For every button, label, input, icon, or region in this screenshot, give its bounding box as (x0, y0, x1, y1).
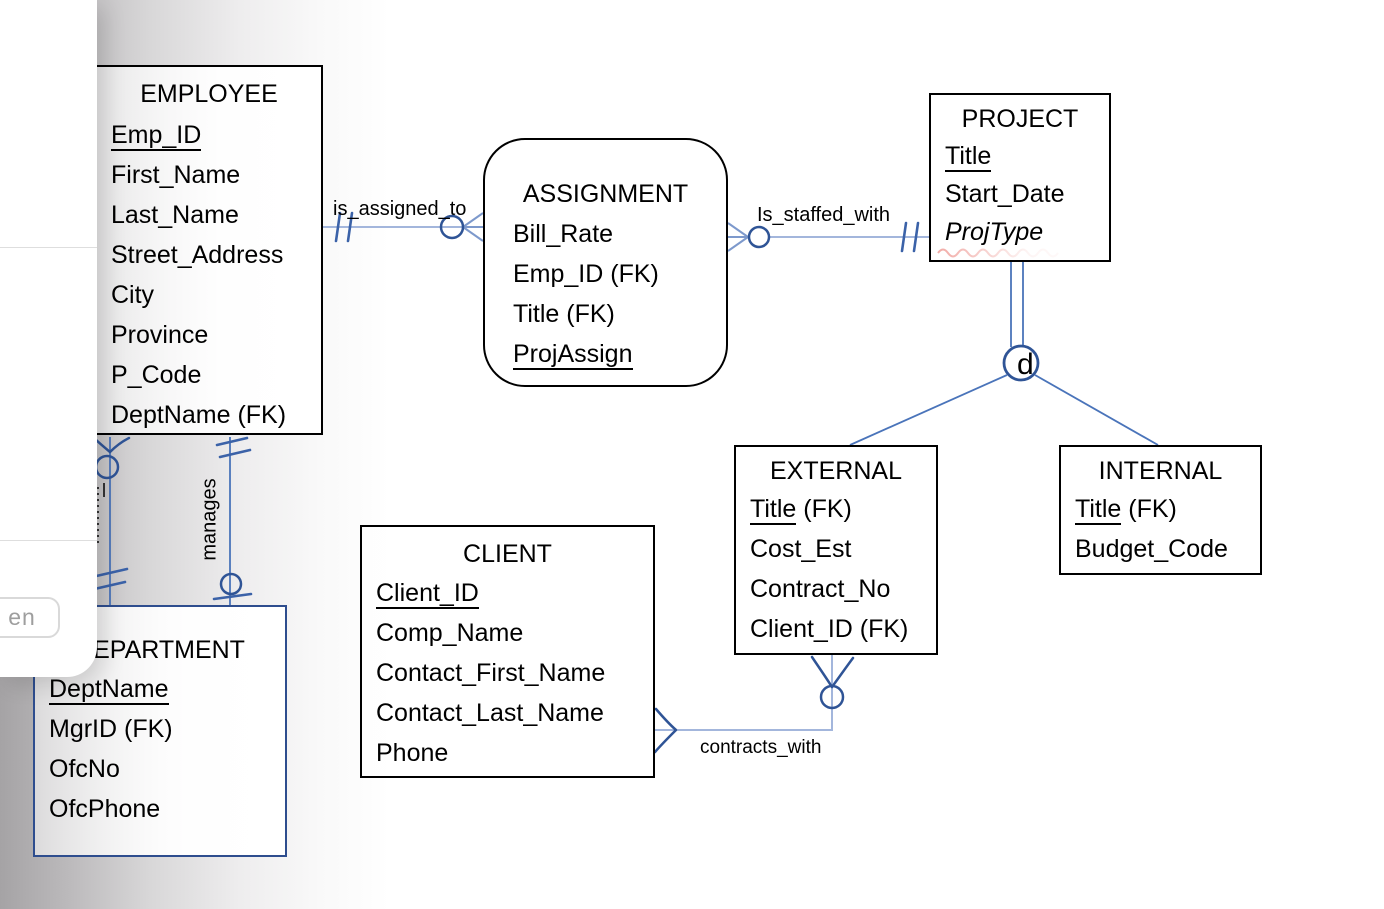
entity-attribute: OfcPhone (49, 795, 161, 823)
entity-internal[interactable]: INTERNAL Title (FK) Budget_Code (1059, 445, 1262, 575)
entity-attribute: Bill_Rate (513, 220, 614, 248)
entity-attribute: Client_ID (FK) (750, 615, 909, 643)
left-overlay-panel: en (0, 0, 97, 677)
entity-attribute: Title (FK) (1075, 495, 1177, 525)
entity-attribute: Phone (376, 739, 449, 767)
entity-title: EXTERNAL (770, 457, 902, 485)
crow-foot-assignment-right (727, 222, 749, 252)
language-button[interactable]: en (0, 597, 60, 638)
entity-attribute: Contact_Last_Name (376, 699, 604, 727)
entity-attribute: DeptName (49, 675, 169, 705)
entity-title: CLIENT (463, 540, 552, 568)
entity-attribute: Contact_First_Name (376, 659, 606, 687)
relationship-label-is-staffed-with[interactable]: Is_staffed_with (757, 204, 891, 226)
entity-attribute: Title (FK) (513, 300, 615, 328)
crow-foot-employee-bottom (91, 435, 131, 454)
entity-attribute: Last_Name (111, 201, 239, 229)
entity-attribute: ProjAssign (513, 340, 633, 370)
entity-attribute: Title (945, 142, 992, 172)
panel-divider (0, 247, 97, 248)
entity-attribute: P_Code (111, 361, 202, 389)
entity-attribute: Start_Date (945, 180, 1065, 208)
entity-attribute: DeptName (FK) (111, 401, 287, 429)
entity-attribute: Budget_Code (1075, 535, 1228, 563)
relationship-label-contracts-with[interactable]: contracts_with (700, 737, 822, 758)
entity-attribute: Client_ID (376, 579, 479, 609)
entity-attributes: Title (FK) Budget_Code (1061, 489, 1260, 569)
panel-divider (0, 540, 97, 541)
entity-attribute: Contract_No (750, 575, 891, 603)
entity-title: PROJECT (961, 105, 1079, 133)
entity-attribute: Province (111, 321, 209, 349)
entity-attribute: Comp_Name (376, 619, 524, 647)
entity-title: EMPLOYEE (140, 80, 278, 108)
entity-attribute: ProjType (945, 218, 1044, 246)
entity-attribute: Emp_ID (FK) (513, 260, 659, 288)
entity-attribute: Cost_Est (750, 535, 852, 563)
crow-foot-assignment-left (462, 212, 484, 242)
entity-title: INTERNAL (1098, 457, 1223, 485)
language-label: en (8, 604, 36, 630)
entity-attribute: Emp_ID (111, 121, 202, 151)
entity-attribute: First_Name (111, 161, 241, 189)
entity-title: DEPARTMENT (75, 636, 245, 664)
entity-attribute: Title (FK) (750, 495, 852, 525)
cardinality-ticks (88, 211, 920, 601)
entity-attribute: City (111, 281, 155, 309)
subtype-circle (1002, 344, 1040, 382)
crow-foot-client-right (653, 707, 678, 754)
crow-foot-external-bottom (810, 655, 855, 689)
entity-attribute: MgrID (FK) (49, 715, 173, 743)
entity-title: ASSIGNMENT (522, 180, 689, 208)
relationship-label-manages[interactable]: manages (198, 478, 221, 561)
entity-attribute: Street_Address (111, 241, 284, 269)
entity-attribute: OfcNo (49, 755, 120, 783)
relationship-label-is-assigned-to[interactable]: is_assigned_to (333, 198, 467, 220)
connector-vertical-lines (109, 262, 1159, 605)
clipped-label-fragments (97, 483, 105, 545)
subtype-discriminator-label[interactable]: d (1017, 348, 1034, 381)
